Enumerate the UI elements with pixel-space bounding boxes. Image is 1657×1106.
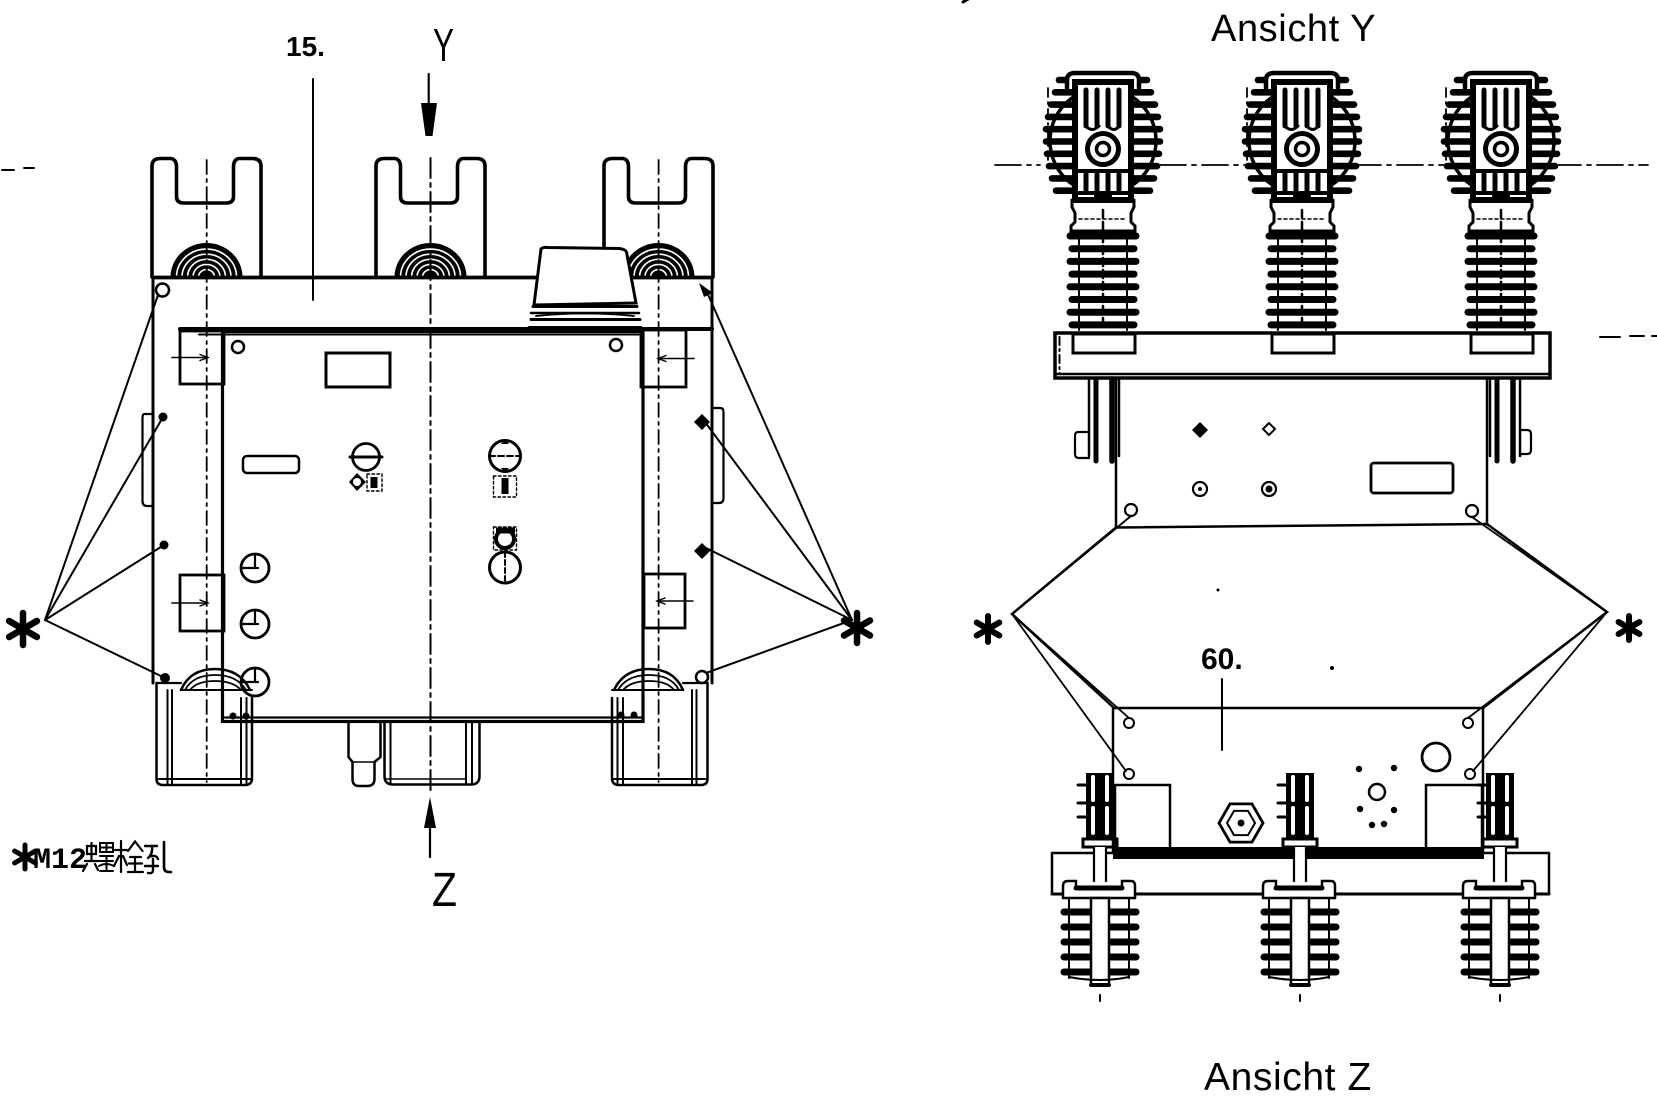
svg-text:Y: Y <box>433 19 454 71</box>
svg-text:15.: 15. <box>286 31 325 62</box>
svg-text:M12: M12 <box>33 844 87 878</box>
svg-text:Ansicht Y: Ansicht Y <box>1211 8 1376 50</box>
svg-text:Z: Z <box>432 864 457 917</box>
svg-text:Ansicht Z: Ansicht Z <box>1204 1056 1372 1099</box>
svg-text:60.: 60. <box>1201 643 1243 676</box>
